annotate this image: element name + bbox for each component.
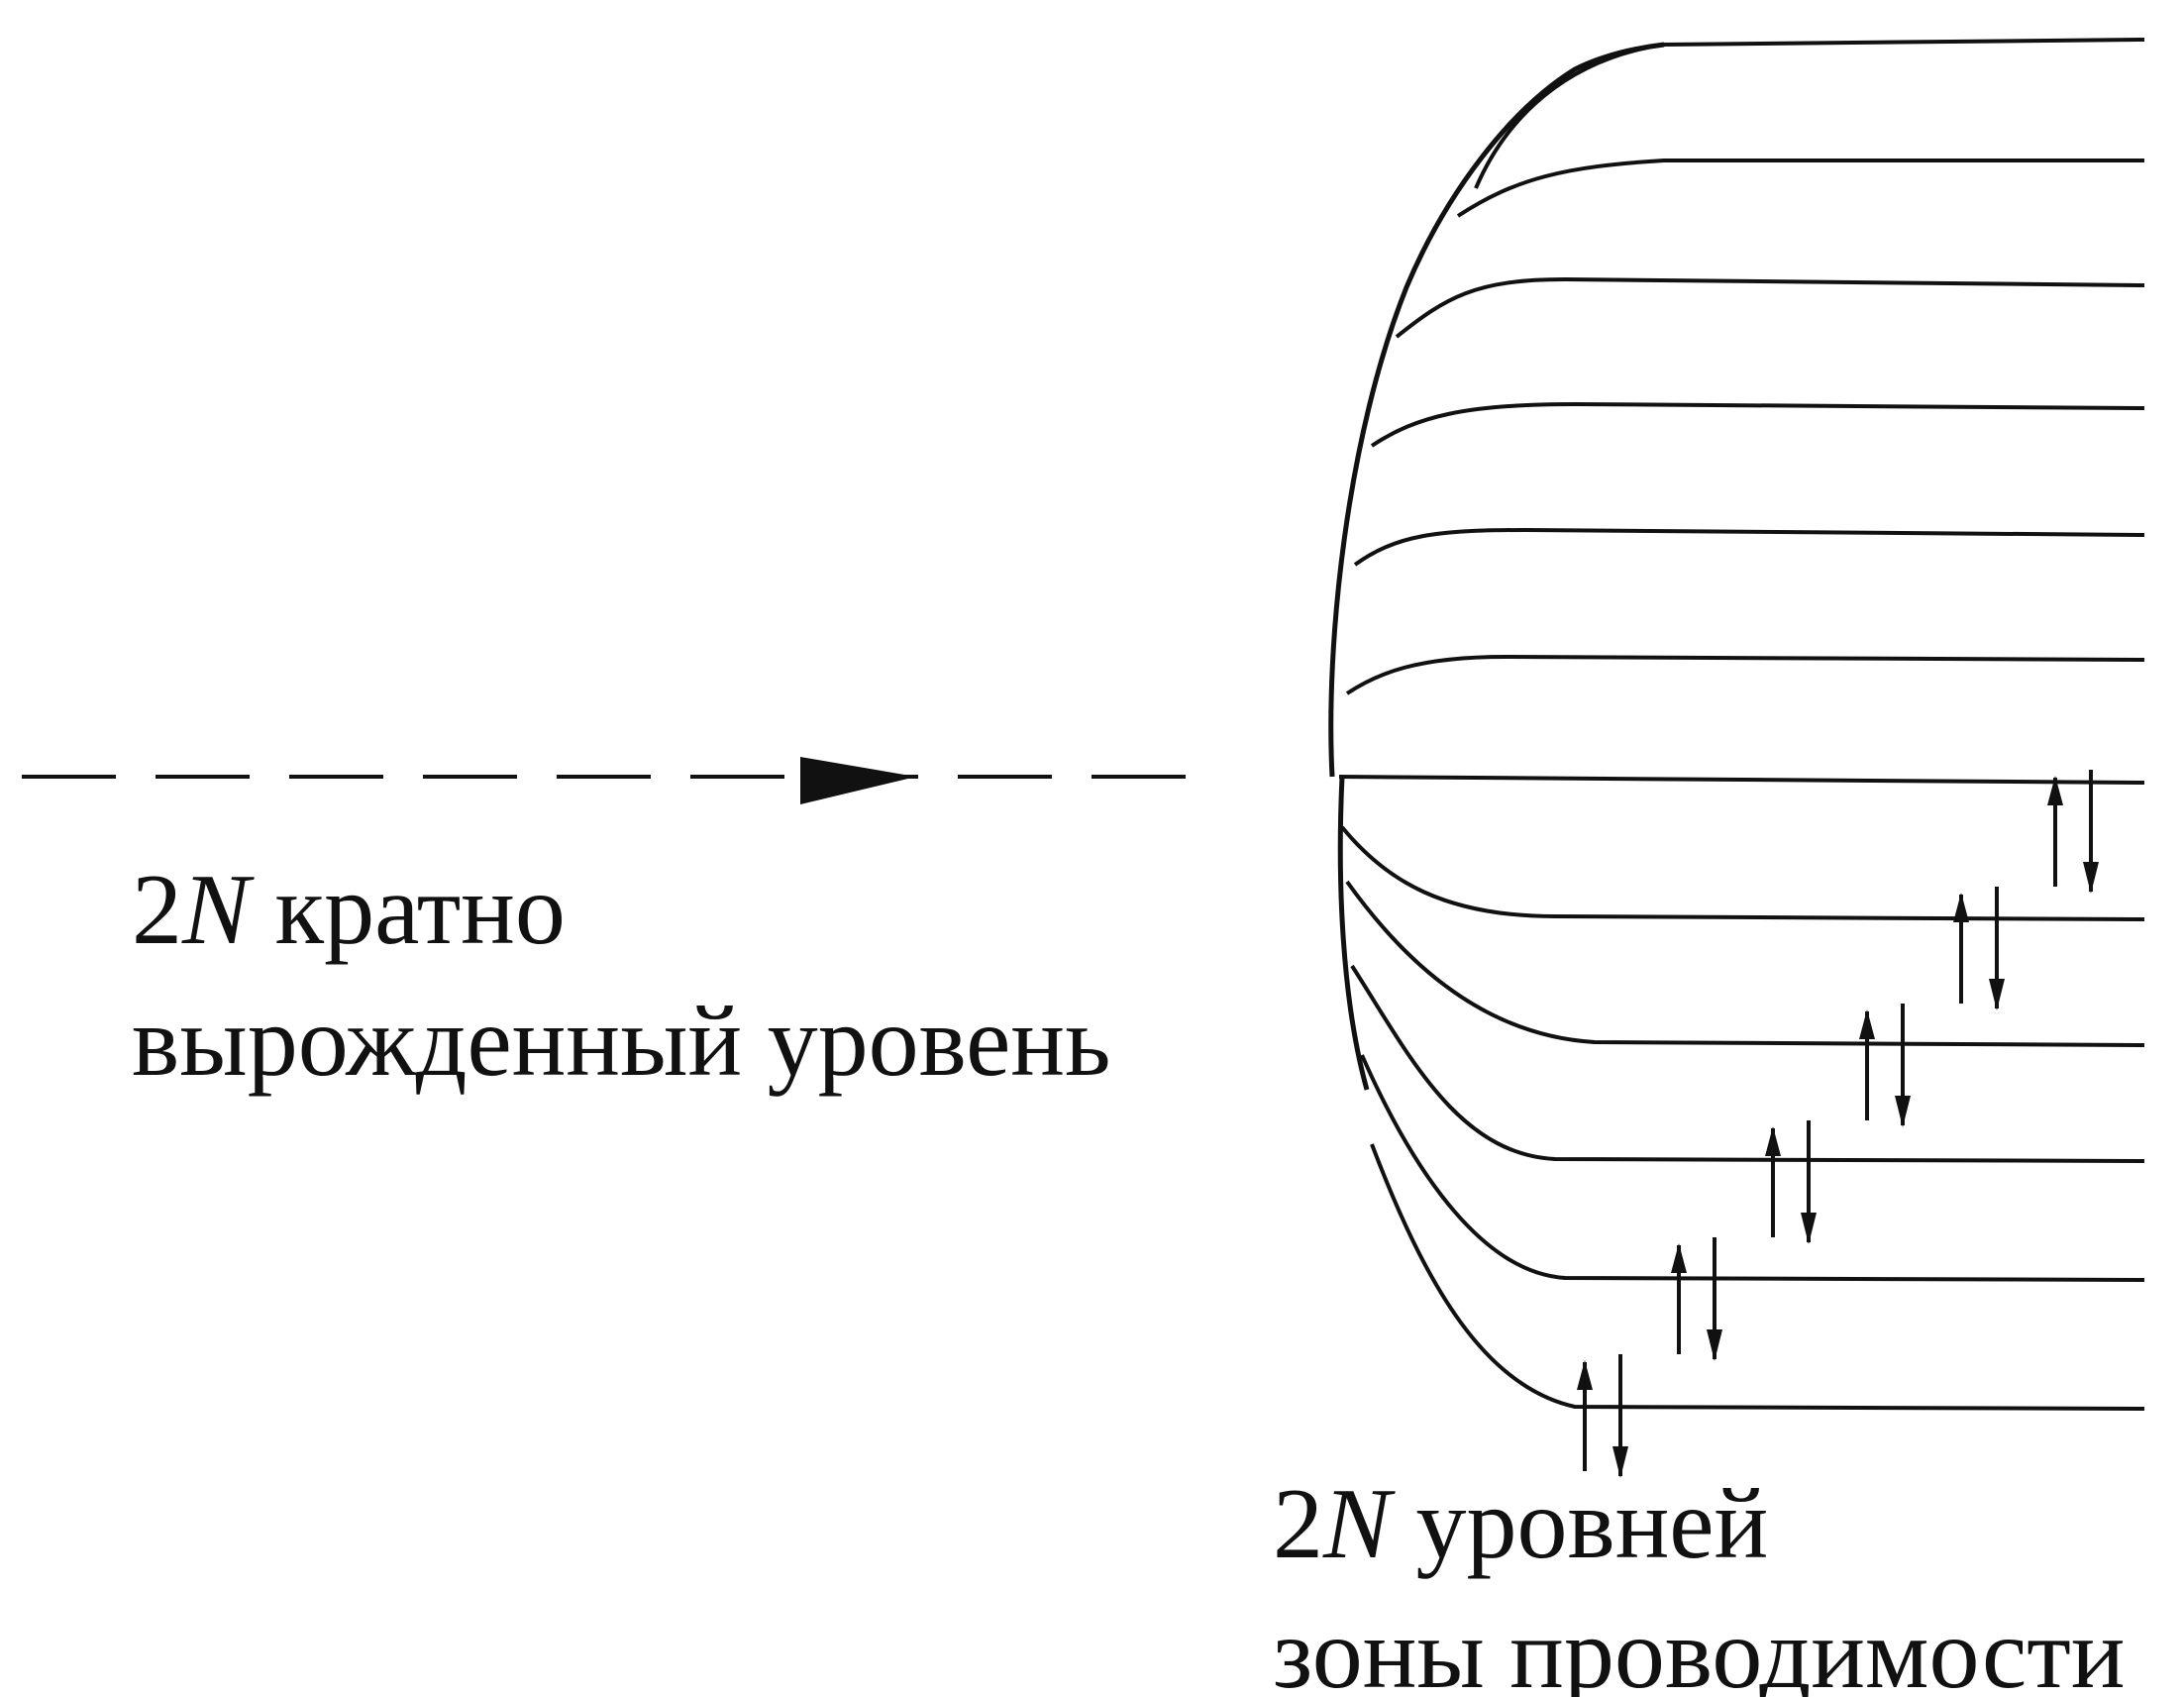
electron-spin-pair [1671, 1237, 1722, 1361]
split-level-line [1395, 276, 2145, 339]
spin-up-arrowhead-icon [1671, 1243, 1687, 1273]
conduction-band-label-line1: 2N уровней [1273, 1468, 1768, 1580]
electron-spin-pair [1765, 1120, 1817, 1244]
electron-spin-pair [1953, 887, 2005, 1010]
split-level-line [1456, 159, 2144, 218]
split-level-line [1340, 825, 2145, 921]
band-envelope-curve [1328, 42, 1665, 778]
spin-down-arrowhead-icon [1895, 1096, 1911, 1127]
split-level-line [1474, 38, 2145, 189]
split-level-line [1370, 1143, 2145, 1411]
electron-spin-pairs [1577, 770, 2099, 1478]
split-level-line [1370, 401, 2145, 448]
spin-up-arrowhead-icon [1953, 893, 1969, 922]
spin-down-arrowhead-icon [1707, 1329, 1722, 1361]
conduction-band-label-line2: зоны проводимости [1273, 1598, 2125, 1697]
spin-down-arrowhead-icon [1989, 979, 2005, 1010]
electron-spin-pair [1577, 1354, 1628, 1478]
split-level-line [1353, 527, 2145, 567]
split-level-line [1360, 1054, 2145, 1282]
spin-up-arrowhead-icon [1577, 1360, 1593, 1390]
split-level-line [1345, 880, 2145, 1047]
split-level-line [1338, 775, 2145, 785]
split-level-line [1350, 964, 2145, 1163]
spin-down-arrowhead-icon [2083, 862, 2099, 894]
spin-up-arrowhead-icon [1859, 1009, 1875, 1039]
split-level-line [1345, 654, 2145, 695]
spin-down-arrowhead-icon [1801, 1213, 1817, 1244]
degenerate-level-label-line1: 2N кратно [132, 854, 566, 966]
spin-up-arrowhead-icon [2047, 776, 2063, 805]
split-levels [1338, 38, 2145, 1411]
direction-arrow-icon [800, 757, 916, 804]
band-envelope-curve-lower [1337, 776, 1370, 1091]
spin-down-arrowhead-icon [1612, 1446, 1628, 1478]
electron-spin-pair [1859, 1004, 1911, 1127]
degenerate-level-label-line2: вырожденный уровень [132, 986, 1111, 1098]
electron-spin-pair [2047, 770, 2099, 894]
spin-up-arrowhead-icon [1765, 1126, 1781, 1156]
